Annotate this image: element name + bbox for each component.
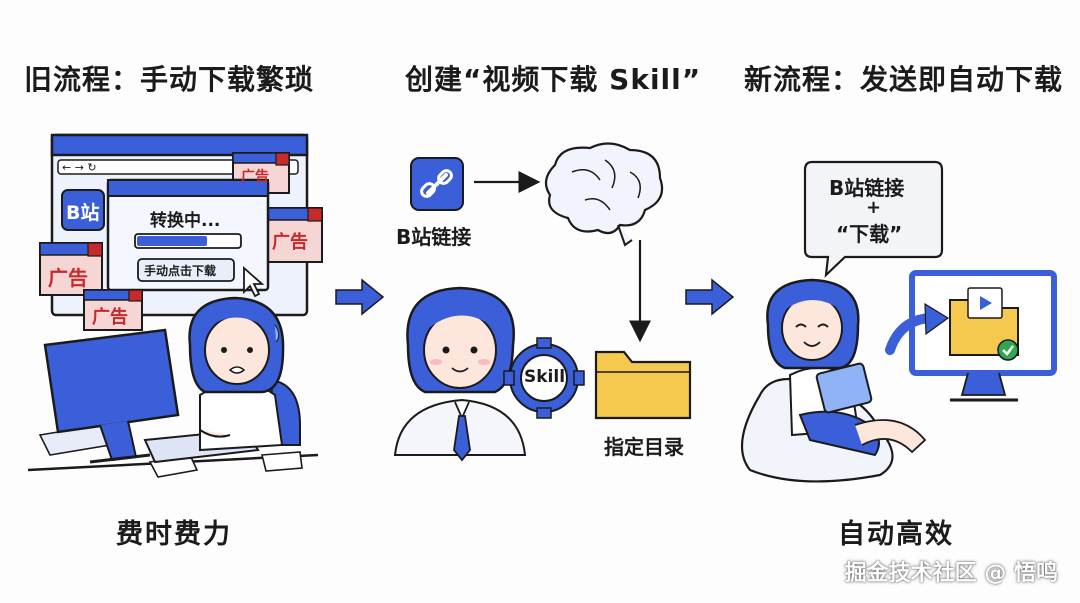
relaxed-girl-illustration bbox=[740, 278, 927, 483]
converting-dialog bbox=[106, 178, 270, 292]
bili-button-icon bbox=[61, 189, 105, 231]
ad-label: 广告 bbox=[92, 307, 128, 328]
manual-download-button: 手动点击下载 bbox=[144, 264, 217, 278]
ad-label: 广告 bbox=[272, 232, 308, 253]
watermark: 掘金技术社区 @ 悟鸣 bbox=[844, 561, 1058, 586]
target-directory-label: 指定目录 bbox=[604, 435, 684, 459]
desk bbox=[27, 424, 319, 478]
new-flow-heading: 新流程：发送即自动下载 bbox=[744, 63, 1064, 96]
create-skill-heading: 创建“视频下载 Skill” bbox=[405, 63, 702, 96]
flow-arrow-icon bbox=[685, 278, 735, 316]
bili-button-label: B站 bbox=[66, 202, 100, 224]
old-flow-caption: 费时费力 bbox=[116, 519, 232, 550]
mouse-cursor-icon bbox=[243, 265, 265, 298]
brain-icon bbox=[544, 142, 664, 247]
bili-link-label: B站链接 bbox=[396, 225, 472, 249]
ad-popup bbox=[83, 289, 143, 331]
old-flow-heading: 旧流程：手动下载繁琐 bbox=[24, 63, 315, 96]
flow-arrow-icon bbox=[335, 278, 385, 316]
converting-text: 转换中... bbox=[150, 211, 221, 231]
svg-text:← → ↻: ← → ↻ bbox=[62, 161, 97, 174]
stressed-girl-illustration bbox=[188, 296, 301, 452]
ad-label: 广告 bbox=[241, 169, 269, 185]
new-flow-caption: 自动高效 bbox=[838, 519, 954, 550]
bubble-line-plus: + bbox=[866, 197, 882, 218]
folder-icon bbox=[594, 350, 692, 420]
skill-gear-icon bbox=[503, 337, 585, 419]
ad-label: 广告 bbox=[48, 266, 88, 290]
bubble-line-download: “下载” bbox=[836, 222, 903, 246]
monitor-icon bbox=[909, 270, 1057, 402]
link-icon bbox=[410, 157, 464, 211]
speech-bubble bbox=[803, 160, 944, 278]
ad-popup bbox=[39, 242, 103, 296]
girl-with-tie-illustration bbox=[393, 286, 527, 462]
skill-gear-label: Skill bbox=[524, 367, 566, 387]
bubble-line-link: B站链接 bbox=[829, 176, 905, 200]
curved-arrow-icon bbox=[885, 302, 950, 355]
